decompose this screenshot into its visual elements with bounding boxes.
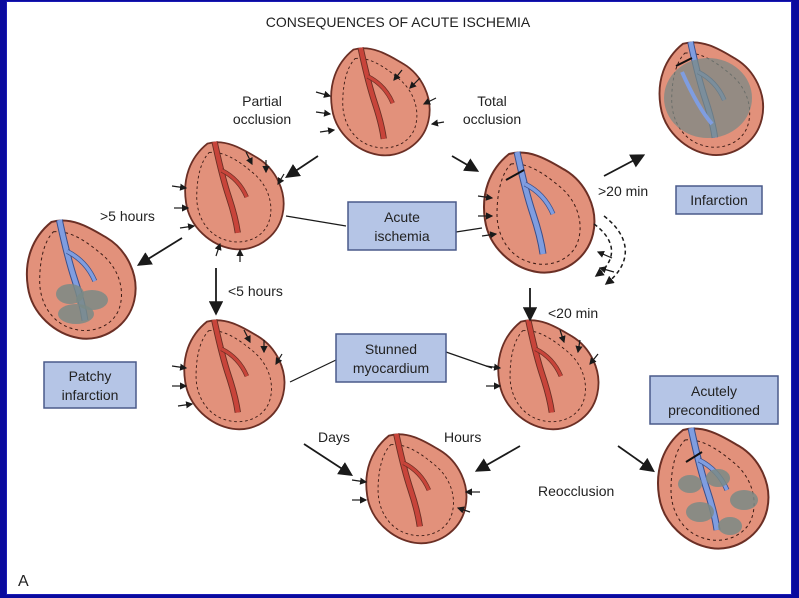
label-partial-1: Partial (242, 93, 282, 109)
arrow-days (304, 444, 350, 474)
svg-text:Infarction: Infarction (690, 192, 748, 208)
arrow-to-partial (288, 156, 318, 176)
svg-text:ischemia: ischemia (374, 228, 429, 244)
label-lt20min: <20 min (548, 305, 598, 321)
heart-preconditioned (658, 428, 768, 549)
label-days: Days (318, 429, 350, 445)
svg-text:infarction: infarction (62, 387, 119, 403)
box-infarction: Infarction (676, 186, 762, 214)
label-total-2: occlusion (463, 111, 521, 127)
label-lt5h: <5 hours (228, 283, 283, 299)
box-acute-ischemia: Acute ischemia (348, 202, 456, 250)
heart-patchy-infarction (27, 220, 136, 339)
heart-partial-occlusion (185, 142, 284, 250)
arrow-to-total (452, 156, 476, 170)
svg-text:Stunned: Stunned (365, 341, 417, 357)
heart-recovered (366, 434, 466, 543)
diagram-title: CONSEQUENCES OF ACUTE ISCHEMIA (266, 14, 531, 30)
label-partial-2: occlusion (233, 111, 291, 127)
svg-text:Patchy: Patchy (69, 368, 112, 384)
arrow-to-patchy (140, 238, 182, 264)
heart-stunned-right (498, 320, 598, 429)
label-total-1: Total (477, 93, 507, 109)
dashed-spread-arrow (604, 216, 625, 284)
label-hours: Hours (444, 429, 481, 445)
svg-text:myocardium: myocardium (353, 360, 429, 376)
label-reocclusion: Reocclusion (538, 483, 614, 499)
box-acutely-preconditioned: Acutely preconditioned (650, 376, 778, 424)
box-stunned-myocardium: Stunned myocardium (336, 334, 446, 382)
svg-text:preconditioned: preconditioned (668, 402, 760, 418)
heart-total-occlusion (484, 152, 594, 273)
label-gt5h: >5 hours (100, 208, 155, 224)
arrow-hours (478, 446, 520, 470)
arrow-to-infarction (604, 156, 642, 176)
heart-infarction (660, 42, 764, 155)
arrow-reocclusion (618, 446, 652, 470)
svg-text:Acute: Acute (384, 209, 420, 225)
heart-normal (331, 48, 430, 156)
label-gt20min: >20 min (598, 183, 648, 199)
panel-letter: A (18, 573, 29, 590)
heart-stunned-left (184, 320, 284, 429)
box-patchy-infarction: Patchy infarction (44, 362, 136, 408)
svg-text:Acutely: Acutely (691, 383, 737, 399)
